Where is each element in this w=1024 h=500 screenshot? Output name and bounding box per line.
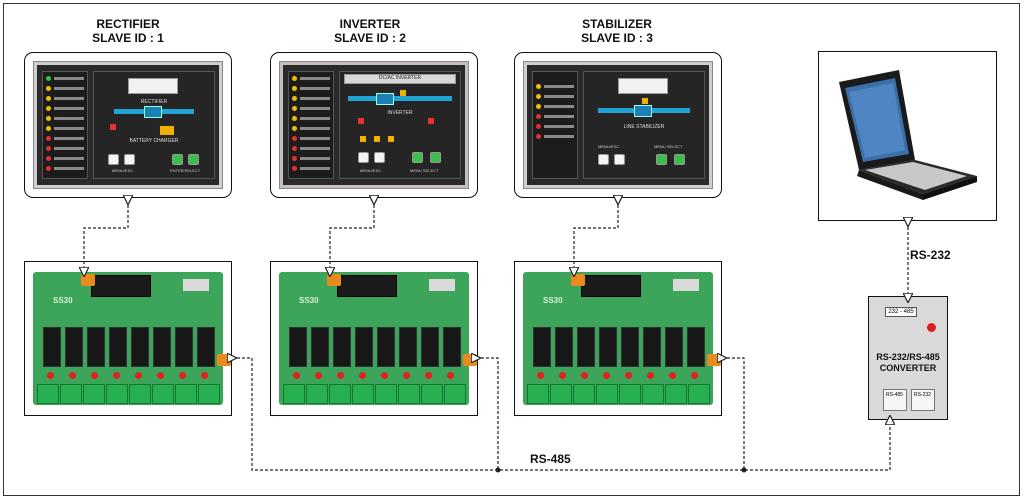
board-model: SS30 <box>299 296 319 305</box>
panel-button[interactable] <box>124 154 135 165</box>
rs232-port: RS-232 <box>911 389 935 411</box>
board-logo <box>429 279 455 291</box>
inverter-panel-box: DC/AC INVERTER INVERTER MENU/ESC MENU SE… <box>270 52 478 198</box>
board-logo <box>183 279 209 291</box>
panel-display-area: LINE STABILIZER MENU/ESC MENU SELECT <box>583 71 705 179</box>
board-model: SS30 <box>53 296 73 305</box>
panel-board-link-2 <box>330 200 374 272</box>
panel-button[interactable] <box>614 154 625 165</box>
panel-button[interactable] <box>430 152 441 163</box>
status-led-column <box>532 71 578 179</box>
power-flow-line <box>348 96 452 101</box>
panel-sub-label: BATTERY CHARGER <box>129 138 179 144</box>
button-label: MENU SELECT <box>410 168 439 173</box>
indicator-light <box>428 118 434 124</box>
stabilizer-control-panel: LINE STABILIZER MENU/ESC MENU SELECT <box>523 61 713 189</box>
device-title-inverter: INVERTER SLAVE ID : 2 <box>290 17 450 45</box>
button-label: MENU SELECT <box>654 144 683 149</box>
indicator-light <box>374 136 380 142</box>
panel-board-link-3 <box>574 200 618 272</box>
lcd-header <box>344 74 456 84</box>
panel-button[interactable] <box>172 154 183 165</box>
panel-button[interactable] <box>108 154 119 165</box>
panel-header: DC/AC INVERTER <box>378 75 422 81</box>
panel-button[interactable] <box>598 154 609 165</box>
laptop-box <box>818 51 997 221</box>
panel-button[interactable] <box>412 152 423 163</box>
device-title-stabilizer: STABILIZER SLAVE ID : 3 <box>537 17 697 45</box>
device-name: INVERTER <box>339 17 401 31</box>
panel-button[interactable] <box>358 152 369 163</box>
stabilizer-panel-box: LINE STABILIZER MENU/ESC MENU SELECT <box>514 52 722 198</box>
converter-label-line2: CONVERTER <box>879 363 937 373</box>
panel-label: LINE STABILIZER <box>623 124 665 130</box>
relay-led-row <box>47 372 208 379</box>
rs485-connector-icon <box>81 274 95 286</box>
slave-id: SLAVE ID : 1 <box>92 31 164 45</box>
lcd-display <box>618 78 668 94</box>
panel-button[interactable] <box>374 152 385 163</box>
indicator-light <box>388 136 394 142</box>
status-led-column <box>288 71 334 179</box>
bus-junction <box>495 467 501 473</box>
relay-board: SS30 <box>33 272 231 405</box>
relay-board-box-1: SS30 <box>24 261 232 416</box>
lcd-display <box>128 78 178 94</box>
device-name: RECTIFIER <box>96 17 160 31</box>
rectifier-panel-box: RECTIFIER BATTERY CHARGER MENU/ESC ENTER… <box>24 52 232 198</box>
laptop-icon <box>839 70 977 200</box>
panel-display-area: RECTIFIER BATTERY CHARGER MENU/ESC ENTER… <box>93 71 215 179</box>
panel-label: RECTIFIER <box>140 99 168 105</box>
panel-button[interactable] <box>188 154 199 165</box>
panel-button[interactable] <box>656 154 667 165</box>
battery-icon <box>160 126 174 135</box>
stabilizer-block-icon <box>634 105 652 117</box>
rs485-connector-icon <box>571 274 585 286</box>
status-led-column <box>42 71 88 179</box>
converter-tag: 232 - 485 <box>885 307 917 317</box>
bus-junction <box>741 467 747 473</box>
rs485-connector-icon <box>327 274 341 286</box>
button-label: MENU/ESC <box>112 168 134 173</box>
device-name: STABILIZER <box>582 17 652 31</box>
panel-display-area: DC/AC INVERTER INVERTER MENU/ESC MENU SE… <box>339 71 461 179</box>
rs232-link-label: RS-232 <box>910 248 951 262</box>
indicator-light <box>642 98 648 104</box>
panel-label: INVERTER <box>387 110 413 116</box>
rectifier-control-panel: RECTIFIER BATTERY CHARGER MENU/ESC ENTER… <box>33 61 223 189</box>
rectifier-block-icon <box>144 106 162 118</box>
board-logo <box>673 279 699 291</box>
rs485-link-label: RS-485 <box>530 452 571 466</box>
terminal-block-row <box>37 384 220 404</box>
button-label: MENU/ESC <box>360 168 382 173</box>
indicator-light <box>400 90 406 96</box>
panel-button[interactable] <box>674 154 685 165</box>
indicator-light <box>110 124 116 130</box>
converter-label: RS-232/RS-485 CONVERTER <box>869 352 947 374</box>
rs485-drop-2 <box>476 358 499 470</box>
device-title-rectifier: RECTIFIER SLAVE ID : 1 <box>48 17 208 45</box>
indicator-light <box>360 136 366 142</box>
indicator-light <box>358 118 364 124</box>
power-led <box>927 323 936 332</box>
board-model: SS30 <box>543 296 563 305</box>
button-label: MENU/ESC <box>598 144 620 149</box>
rs485-drop-3 <box>722 358 745 470</box>
panel-board-link-1 <box>84 200 128 272</box>
button-label: ENTER/SELECT <box>170 168 201 173</box>
inverter-control-panel: DC/AC INVERTER INVERTER MENU/ESC MENU SE… <box>279 61 469 189</box>
slave-id: SLAVE ID : 3 <box>581 31 653 45</box>
diagram-frame <box>3 3 1020 496</box>
converter-label-line1: RS-232/RS-485 <box>876 352 940 362</box>
slave-id: SLAVE ID : 2 <box>334 31 406 45</box>
rs485-bus <box>232 358 890 471</box>
relay-row <box>43 327 215 367</box>
inverter-block-icon <box>376 93 394 105</box>
